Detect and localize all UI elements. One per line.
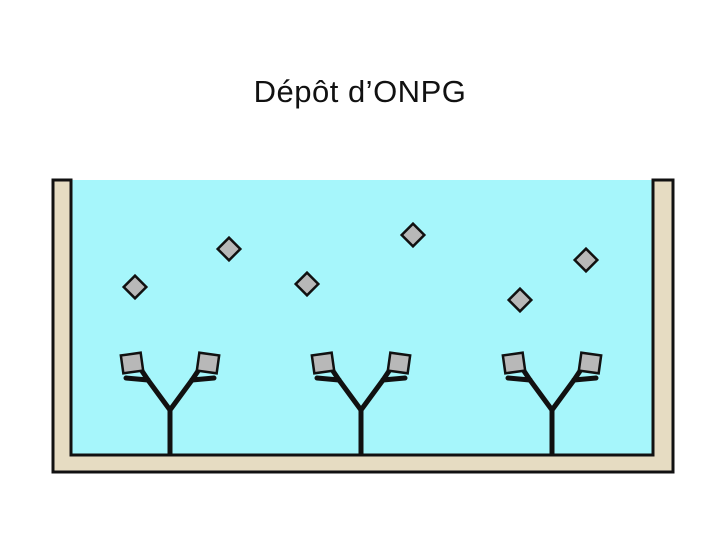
substrate-molecule — [399, 221, 427, 249]
substrate-molecule — [121, 273, 149, 301]
substrate-molecule — [572, 246, 600, 274]
substrate-molecule — [506, 286, 534, 314]
well-wall — [51, 178, 675, 474]
free-substrate-group — [121, 221, 600, 314]
slide-title: Dépôt d’ONPG — [253, 74, 467, 109]
substrate-molecule — [215, 235, 243, 263]
substrate-molecule — [293, 270, 321, 298]
